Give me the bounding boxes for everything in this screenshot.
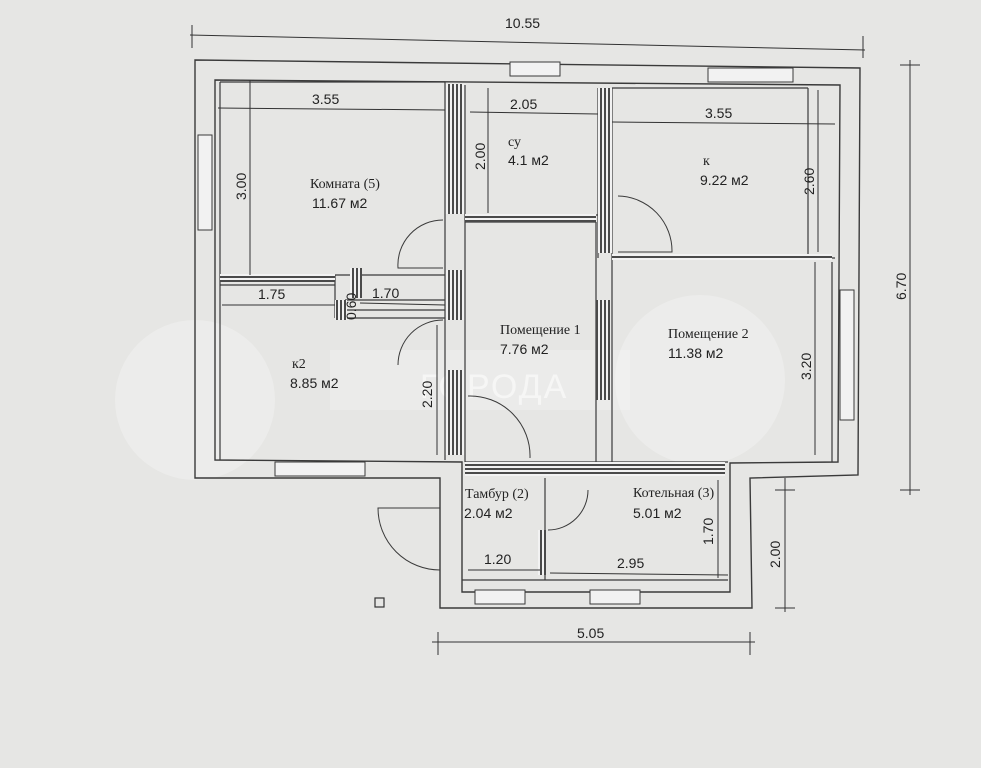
room-room5: Комната (5) 11.67 м2	[310, 177, 380, 211]
ext-width-label: 5.05	[577, 625, 604, 641]
boiler-width: 2.95	[617, 555, 644, 571]
window-vestibule	[474, 589, 526, 605]
room-k2: к2 8.85 м2	[290, 357, 339, 391]
room5-height: 3.00	[233, 173, 249, 200]
windows	[197, 61, 855, 605]
room-area: 9.22 м2	[700, 172, 749, 188]
room-dimension-lines	[217, 80, 836, 578]
room-vestibule: Тамбур (2) 2.04 м2	[464, 487, 529, 521]
kitchen-width: 3.55	[705, 105, 732, 121]
room-space2: Помещение 2 11.38 м2	[668, 327, 749, 361]
room-area: 8.85 м2	[290, 375, 339, 391]
room-name: Тамбур (2)	[465, 487, 529, 502]
window-room5	[197, 134, 213, 231]
door-kitchen	[617, 195, 673, 253]
door-room5	[397, 219, 444, 269]
vestibule-width: 1.20	[484, 551, 511, 567]
brick-walls	[220, 84, 832, 575]
bath-height: 2.00	[472, 143, 488, 170]
room-area: 2.04 м2	[464, 505, 513, 521]
door-boiler	[547, 489, 589, 531]
window-k2	[274, 461, 366, 477]
room-name: Котельная (3)	[633, 486, 714, 501]
room-name: Комната (5)	[310, 177, 380, 192]
watermark: ГОРОДА	[115, 295, 785, 480]
kitchen-height: 2.60	[801, 168, 817, 195]
door-k2	[397, 319, 444, 366]
window-kitchen	[707, 67, 794, 83]
room-name: Помещение 2	[668, 327, 749, 342]
window-space2	[839, 289, 855, 421]
overall-dimensions	[189, 25, 920, 655]
room-area: 5.01 м2	[633, 505, 682, 521]
k2-height: 2.20	[419, 381, 435, 408]
room-bath: су 4.1 м2	[508, 135, 549, 168]
grid-marker	[374, 597, 385, 608]
room-boiler: Котельная (3) 5.01 м2	[633, 486, 714, 521]
window-bath	[509, 61, 561, 77]
room-name: к	[703, 154, 710, 169]
corridor-width: 1.70	[372, 285, 399, 301]
k2-width: 1.75	[258, 286, 285, 302]
room-area: 4.1 м2	[508, 152, 549, 168]
corridor-height: 0.60	[343, 293, 359, 320]
room-area: 7.76 м2	[500, 341, 549, 357]
room-name: к2	[292, 357, 306, 372]
bath-width: 2.05	[510, 96, 537, 112]
room-name: Помещение 1	[500, 323, 581, 338]
door-space1	[467, 395, 531, 459]
room-area: 11.38 м2	[668, 345, 724, 361]
room-name: су	[508, 135, 521, 150]
door-entrance	[377, 507, 441, 571]
boiler-height: 1.70	[700, 518, 716, 545]
watermark-text: ГОРОДА	[420, 368, 568, 406]
room5-width: 3.55	[312, 91, 339, 107]
room-kitchen: к 9.22 м2	[700, 154, 749, 188]
doors	[377, 195, 673, 571]
overall-height-label: 6.70	[893, 273, 909, 300]
room-area: 11.67 м2	[312, 195, 368, 211]
exterior-walls	[194, 59, 861, 609]
ext-height-label: 2.00	[767, 541, 783, 568]
room-space1: Помещение 1 7.76 м2	[500, 323, 581, 357]
overall-width-label: 10.55	[505, 15, 540, 31]
space2-height: 3.20	[798, 353, 814, 380]
window-boiler	[589, 589, 641, 605]
